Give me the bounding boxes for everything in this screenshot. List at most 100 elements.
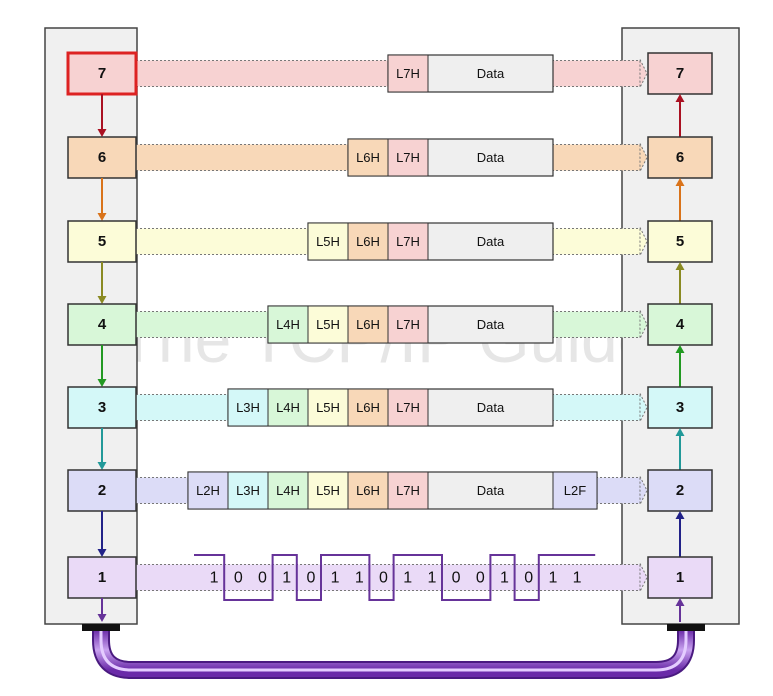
data-label: Data [477,150,505,165]
layer-number: 7 [98,65,106,82]
bit-value: 1 [500,570,509,587]
bit-value: 1 [548,570,557,587]
receiver-layer-1: 1 [647,556,713,599]
bit-value: 0 [234,570,243,587]
header-label: L7H [396,234,420,249]
layer-number: 4 [676,316,685,333]
receiver-connector [667,624,705,631]
transfer-arrowhead [639,227,648,256]
header-label: L4H [276,400,300,415]
header-cell [307,222,349,261]
layer-box [647,52,713,95]
header-label: L7H [396,66,420,81]
bit-value: 1 [210,570,219,587]
header-label: L7H [396,317,420,332]
layer-number: 6 [98,149,106,166]
bit-value: 1 [403,570,412,587]
layer-box [67,386,137,429]
bit-value: 0 [379,570,388,587]
data-label: Data [477,400,505,415]
header-label: L7H [396,483,420,498]
layer-box [67,469,137,512]
header-cell [387,222,429,261]
header-cell [387,471,429,510]
layer-number: 1 [676,569,684,586]
bit-value: 0 [476,570,485,587]
header-cell [347,305,389,344]
header-cell [387,138,429,177]
receiver-layer-4: 4 [647,303,713,346]
header-label: L4H [276,483,300,498]
transfer-arrowhead [639,310,648,339]
trailer-cell [552,471,598,510]
header-cell [267,305,309,344]
header-label: L6H [356,317,380,332]
layer-number: 6 [676,149,684,166]
header-cell [187,471,229,510]
bit-value: 0 [524,570,533,587]
sender-layer-1: 1 [67,556,137,599]
layer-box [647,303,713,346]
header-label: L2H [196,483,220,498]
header-label: L5H [316,234,340,249]
layer-number: 1 [98,569,106,586]
physical-cable [82,624,705,679]
bit-value: 1 [355,570,364,587]
header-label: L4H [276,317,300,332]
receiver-layer-5: 5 [647,220,713,263]
bit-value: 1 [427,570,436,587]
header-cell [307,305,349,344]
data-label: Data [477,66,505,81]
trailer-label: L2F [564,483,586,498]
layer-number: 5 [676,233,684,250]
header-label: L6H [356,483,380,498]
layer-box [67,303,137,346]
header-cell [307,388,349,427]
header-label: L7H [396,150,420,165]
layer-number: 2 [98,482,106,499]
layer-number: 7 [676,65,684,82]
header-label: L6H [356,150,380,165]
layer-number: 3 [676,399,684,416]
header-cell [347,138,389,177]
sender-layer-2: 2 [67,469,137,512]
transfer-arrowhead [639,393,648,422]
layer-box [647,136,713,179]
transfer-arrowhead [639,143,648,172]
header-label: L5H [316,400,340,415]
header-cell [267,471,309,510]
layer-row-6: L6H L7H Data 6 6 [67,136,713,221]
pdu: L6H L7H Data [347,138,554,177]
layer-box [67,136,137,179]
sender-layer-4: 4 [67,303,137,346]
header-cell [347,471,389,510]
header-cell [347,222,389,261]
transfer-arrowhead [639,563,648,592]
header-label: L3H [236,483,260,498]
data-label: Data [477,234,505,249]
layer-row-7: L7H Data 7 7 [66,51,713,137]
bit-value: 1 [573,570,582,587]
bit-value: 1 [282,570,291,587]
transfer-arrowhead [639,59,648,88]
receiver-layer-2: 2 [647,469,713,512]
bit-value: 0 [306,570,315,587]
layer-box [647,386,713,429]
layer-box [66,51,138,96]
layer-box [67,556,137,599]
layer-number: 5 [98,233,106,250]
sender-layer-7: 7 [66,51,138,96]
receiver-layer-3: 3 [647,386,713,429]
header-cell [387,388,429,427]
header-cell [387,54,429,93]
header-label: L5H [316,317,340,332]
bit-value: 0 [452,570,461,587]
data-label: Data [477,483,505,498]
